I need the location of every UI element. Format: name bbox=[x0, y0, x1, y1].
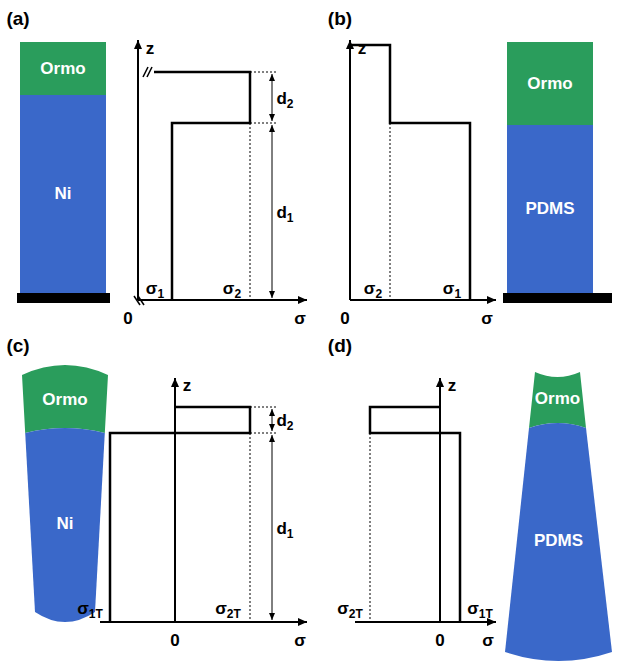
panel-letter: (d) bbox=[328, 336, 352, 355]
layer-label: Ni bbox=[57, 514, 74, 534]
layer-block: PDMS bbox=[505, 420, 612, 661]
layer-block: Ormo bbox=[20, 42, 106, 95]
layer-label: Ormo bbox=[40, 59, 85, 79]
axis-label: z bbox=[183, 377, 192, 394]
panel-letter: (a) bbox=[6, 9, 29, 28]
base-plate bbox=[17, 293, 110, 303]
axis-label: σ bbox=[481, 310, 493, 327]
layer-block: Ormo bbox=[22, 363, 108, 437]
graph-a bbox=[134, 40, 307, 305]
axis-label: σ bbox=[294, 632, 306, 649]
graph-b bbox=[350, 40, 496, 300]
axis-label: d2 bbox=[276, 90, 293, 107]
layer-label: Ni bbox=[55, 184, 72, 204]
graph-d bbox=[355, 378, 496, 622]
layer-block: Ni bbox=[25, 425, 105, 622]
axis-label: z bbox=[146, 40, 155, 57]
layer-label: PDMS bbox=[534, 531, 583, 551]
axis-label: 0 bbox=[435, 632, 444, 649]
layer-label: PDMS bbox=[525, 199, 574, 219]
layer-block: Ormo bbox=[529, 368, 586, 430]
axis-label: σ bbox=[482, 632, 494, 649]
layer-block: PDMS bbox=[507, 125, 593, 293]
base-plate bbox=[503, 293, 612, 303]
axis-label: d1 bbox=[276, 520, 293, 537]
graph-c bbox=[100, 378, 307, 622]
panel-letter: (c) bbox=[6, 336, 29, 355]
axis-label: σ2 bbox=[223, 280, 241, 297]
axis-label: σ1T bbox=[77, 600, 103, 617]
axis-label: σ2T bbox=[337, 600, 363, 617]
axis-label: z bbox=[358, 40, 367, 57]
layer-block: Ormo bbox=[507, 42, 593, 125]
axis-label: σ2T bbox=[215, 600, 241, 617]
axis-label: σ1T bbox=[467, 600, 493, 617]
layer-label: Ormo bbox=[42, 390, 87, 410]
axis-label: 0 bbox=[170, 632, 179, 649]
axis-label: σ1 bbox=[146, 280, 164, 297]
axis-label: d1 bbox=[276, 204, 293, 221]
axis-label: 0 bbox=[123, 310, 132, 327]
axis-label: 0 bbox=[340, 310, 349, 327]
axis-label: z bbox=[448, 377, 457, 394]
axis-label: σ2 bbox=[364, 280, 382, 297]
axis-label: d2 bbox=[276, 412, 293, 429]
layer-block: Ni bbox=[20, 95, 106, 293]
axis-label: σ bbox=[294, 310, 306, 327]
panel-letter: (b) bbox=[328, 9, 352, 28]
axis-label: σ1 bbox=[443, 280, 461, 297]
layer-label: Ormo bbox=[535, 389, 580, 409]
layer-label: Ormo bbox=[527, 74, 572, 94]
